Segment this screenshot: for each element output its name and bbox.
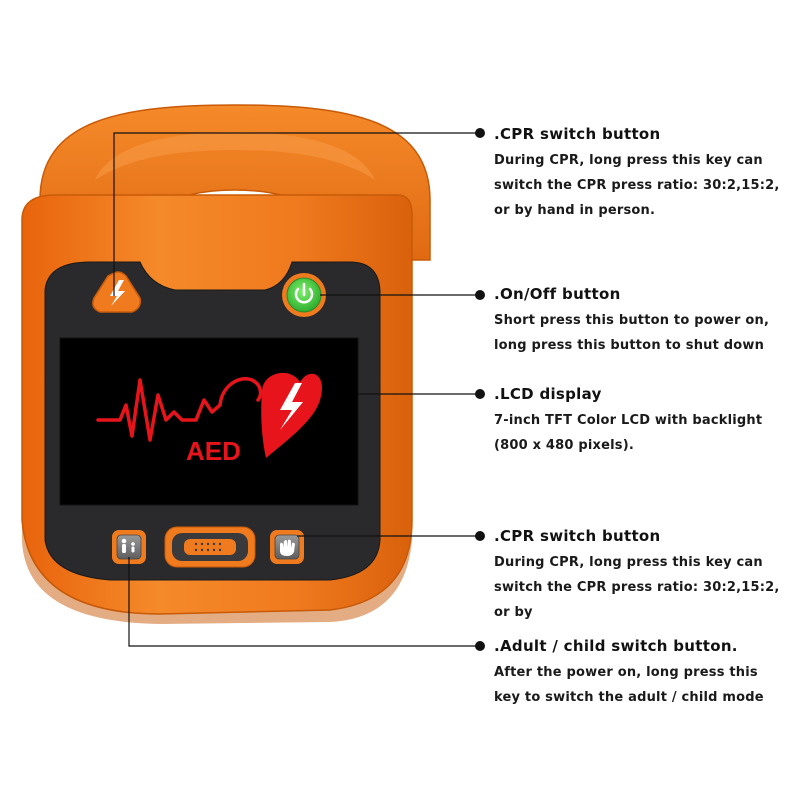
callout-description-line: key to switch the adult / child mode	[494, 690, 764, 705]
leader-line-adult-child	[128, 557, 480, 647]
callout-title: .On/Off button	[494, 285, 621, 303]
callout-description-line: or by hand in person.	[494, 203, 656, 218]
ecg-wave-graphic	[96, 378, 222, 442]
callout-description-line: During CPR, long press this key can	[494, 153, 763, 168]
callout-description-line: or by	[494, 605, 533, 620]
callout-cpr-switch-top: .CPR switch button During CPR, long pres…	[494, 124, 780, 223]
leader-dot	[475, 389, 485, 399]
callout-title: .Adult / child switch button.	[494, 637, 738, 655]
adult-child-switch-button[interactable]	[112, 530, 146, 564]
leader-dot	[475, 290, 485, 300]
callout-description-line: (800 x 480 pixels).	[494, 438, 635, 453]
callout-title: .CPR switch button	[494, 527, 661, 545]
electrode-connector-port	[164, 526, 256, 568]
callout-description-line: After the power on, long press this	[494, 665, 758, 680]
callout-description-line: switch the CPR press ratio: 30:2,15:2,	[494, 580, 780, 595]
callout-description-line: Short press this button to power on,	[494, 313, 770, 328]
lightning-icon	[280, 383, 303, 430]
callout-on-off: .On/Off button Short press this button t…	[494, 284, 769, 358]
power-icon	[294, 287, 314, 304]
adult-child-icon	[121, 538, 135, 553]
leader-dot	[475, 531, 485, 541]
cpr-switch-button-top[interactable]	[92, 271, 142, 313]
leader-dot	[475, 641, 485, 651]
lightning-icon	[110, 280, 125, 306]
callout-cpr-switch-bottom: .CPR switch button During CPR, long pres…	[494, 526, 780, 625]
callout-lcd-display: .LCD display 7-inch TFT Color LCD with b…	[494, 384, 762, 458]
cpr-switch-button-bottom[interactable]	[270, 530, 304, 564]
callout-description-line: 7-inch TFT Color LCD with backlight	[494, 413, 763, 428]
leader-dots	[475, 128, 485, 651]
callout-description-line: During CPR, long press this key can	[494, 555, 763, 570]
screen-aed-label: AED	[186, 436, 241, 466]
lcd-screen: AED	[59, 337, 359, 506]
leader-dot	[475, 128, 485, 138]
callout-adult-child-switch: .Adult / child switch button. After the …	[494, 636, 764, 710]
leader-line-cpr-top	[113, 132, 480, 296]
callout-description-line: switch the CPR press ratio: 30:2,15:2,	[494, 178, 780, 193]
callout-title: .CPR switch button	[494, 125, 661, 143]
on-off-button[interactable]	[282, 273, 326, 317]
hands-cpr-icon	[280, 539, 295, 556]
callout-description-line: long press this button to shut down	[494, 338, 765, 353]
callout-title: .LCD display	[494, 385, 602, 403]
leader-lines	[113, 132, 480, 647]
